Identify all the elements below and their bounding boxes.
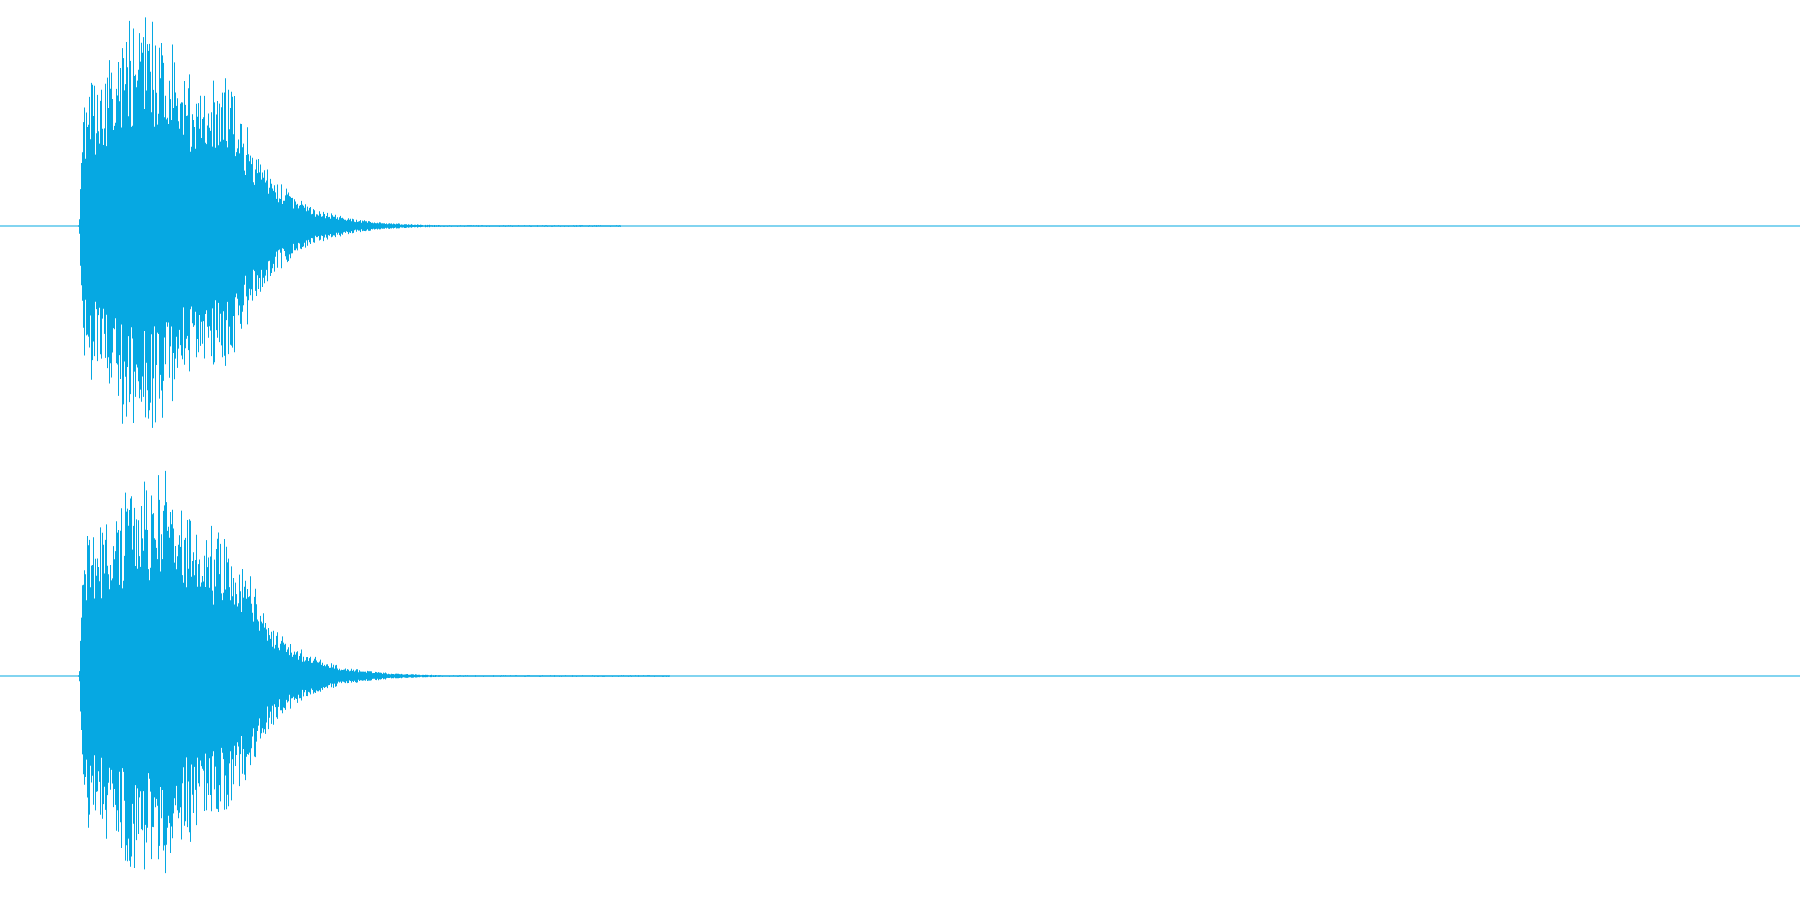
waveform-channel-bottom[interactable] bbox=[0, 470, 1800, 874]
waveform-channel-top[interactable] bbox=[0, 17, 1800, 428]
channel-bottom-waveform bbox=[78, 470, 670, 874]
channel-top-waveform bbox=[78, 17, 621, 428]
